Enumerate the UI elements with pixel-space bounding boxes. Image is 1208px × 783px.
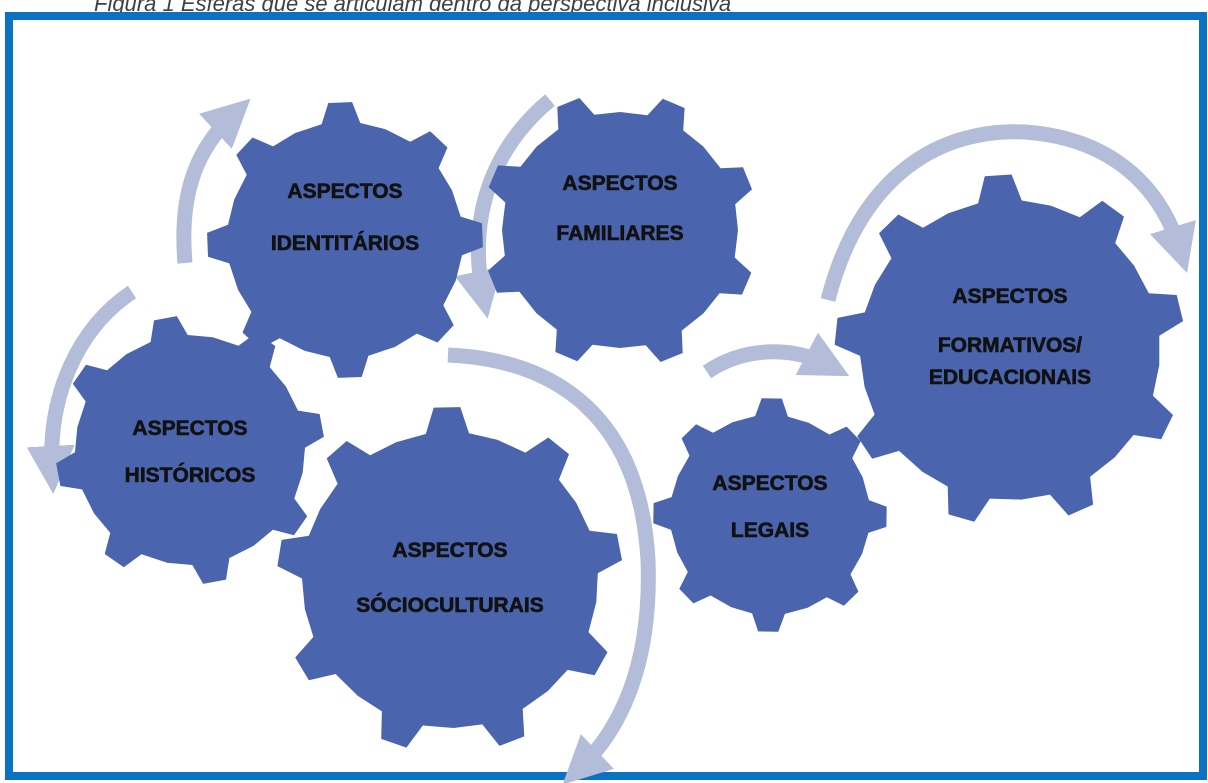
gear-familiares [488,98,752,362]
arrow-legais-to-formativos [702,332,850,379]
arrow-familiares-to-left [454,94,555,319]
arrow-historicos-to-left [26,285,137,494]
arrow-socioculturais-arc [447,347,656,783]
gear-label-historicos-line2: HISTÓRICOS [125,463,256,487]
gear-label-historicos-line1: ASPECTOS [132,417,247,440]
gear-label-legais-line2: LEGAIS [731,519,809,542]
gear-label-socioculturais-line1: ASPECTOS [392,539,507,562]
gear-label-formativos-line2: FORMATIVOS/ [938,334,1082,357]
gear-socioculturais [277,407,622,748]
gear-formativos [834,174,1184,522]
arrows-group [26,94,1196,783]
gears-layer [56,98,1184,748]
gear-label-legais-line1: ASPECTOS [712,472,827,495]
gear-label-formativos-line1: ASPECTOS [952,285,1067,308]
gear-label-familiares-line1: ASPECTOS [562,172,677,195]
arrow-up-to-identitarios [176,98,251,264]
labels-layer: ASPECTOS IDENTITÁRIOS ASPECTOS FAMILIARES AS… [124,172,1091,618]
gear-label-familiares-line2: FAMILIARES [556,222,683,245]
gear-historicos [56,316,324,584]
gear-legais [653,398,887,632]
gear-label-formativos-line3: EDUCACIONAIS [929,366,1091,389]
gear-label-identitarios-line2: IDENTITÁRIOS [271,232,419,255]
gear-label-socioculturais-line2: SÓCIOCULTURAIS [356,593,543,617]
gear-label-identitarios-line1: ASPECTOS [287,180,402,203]
arrow-formativos-arc [820,124,1196,302]
gear-identitarios [207,102,483,378]
